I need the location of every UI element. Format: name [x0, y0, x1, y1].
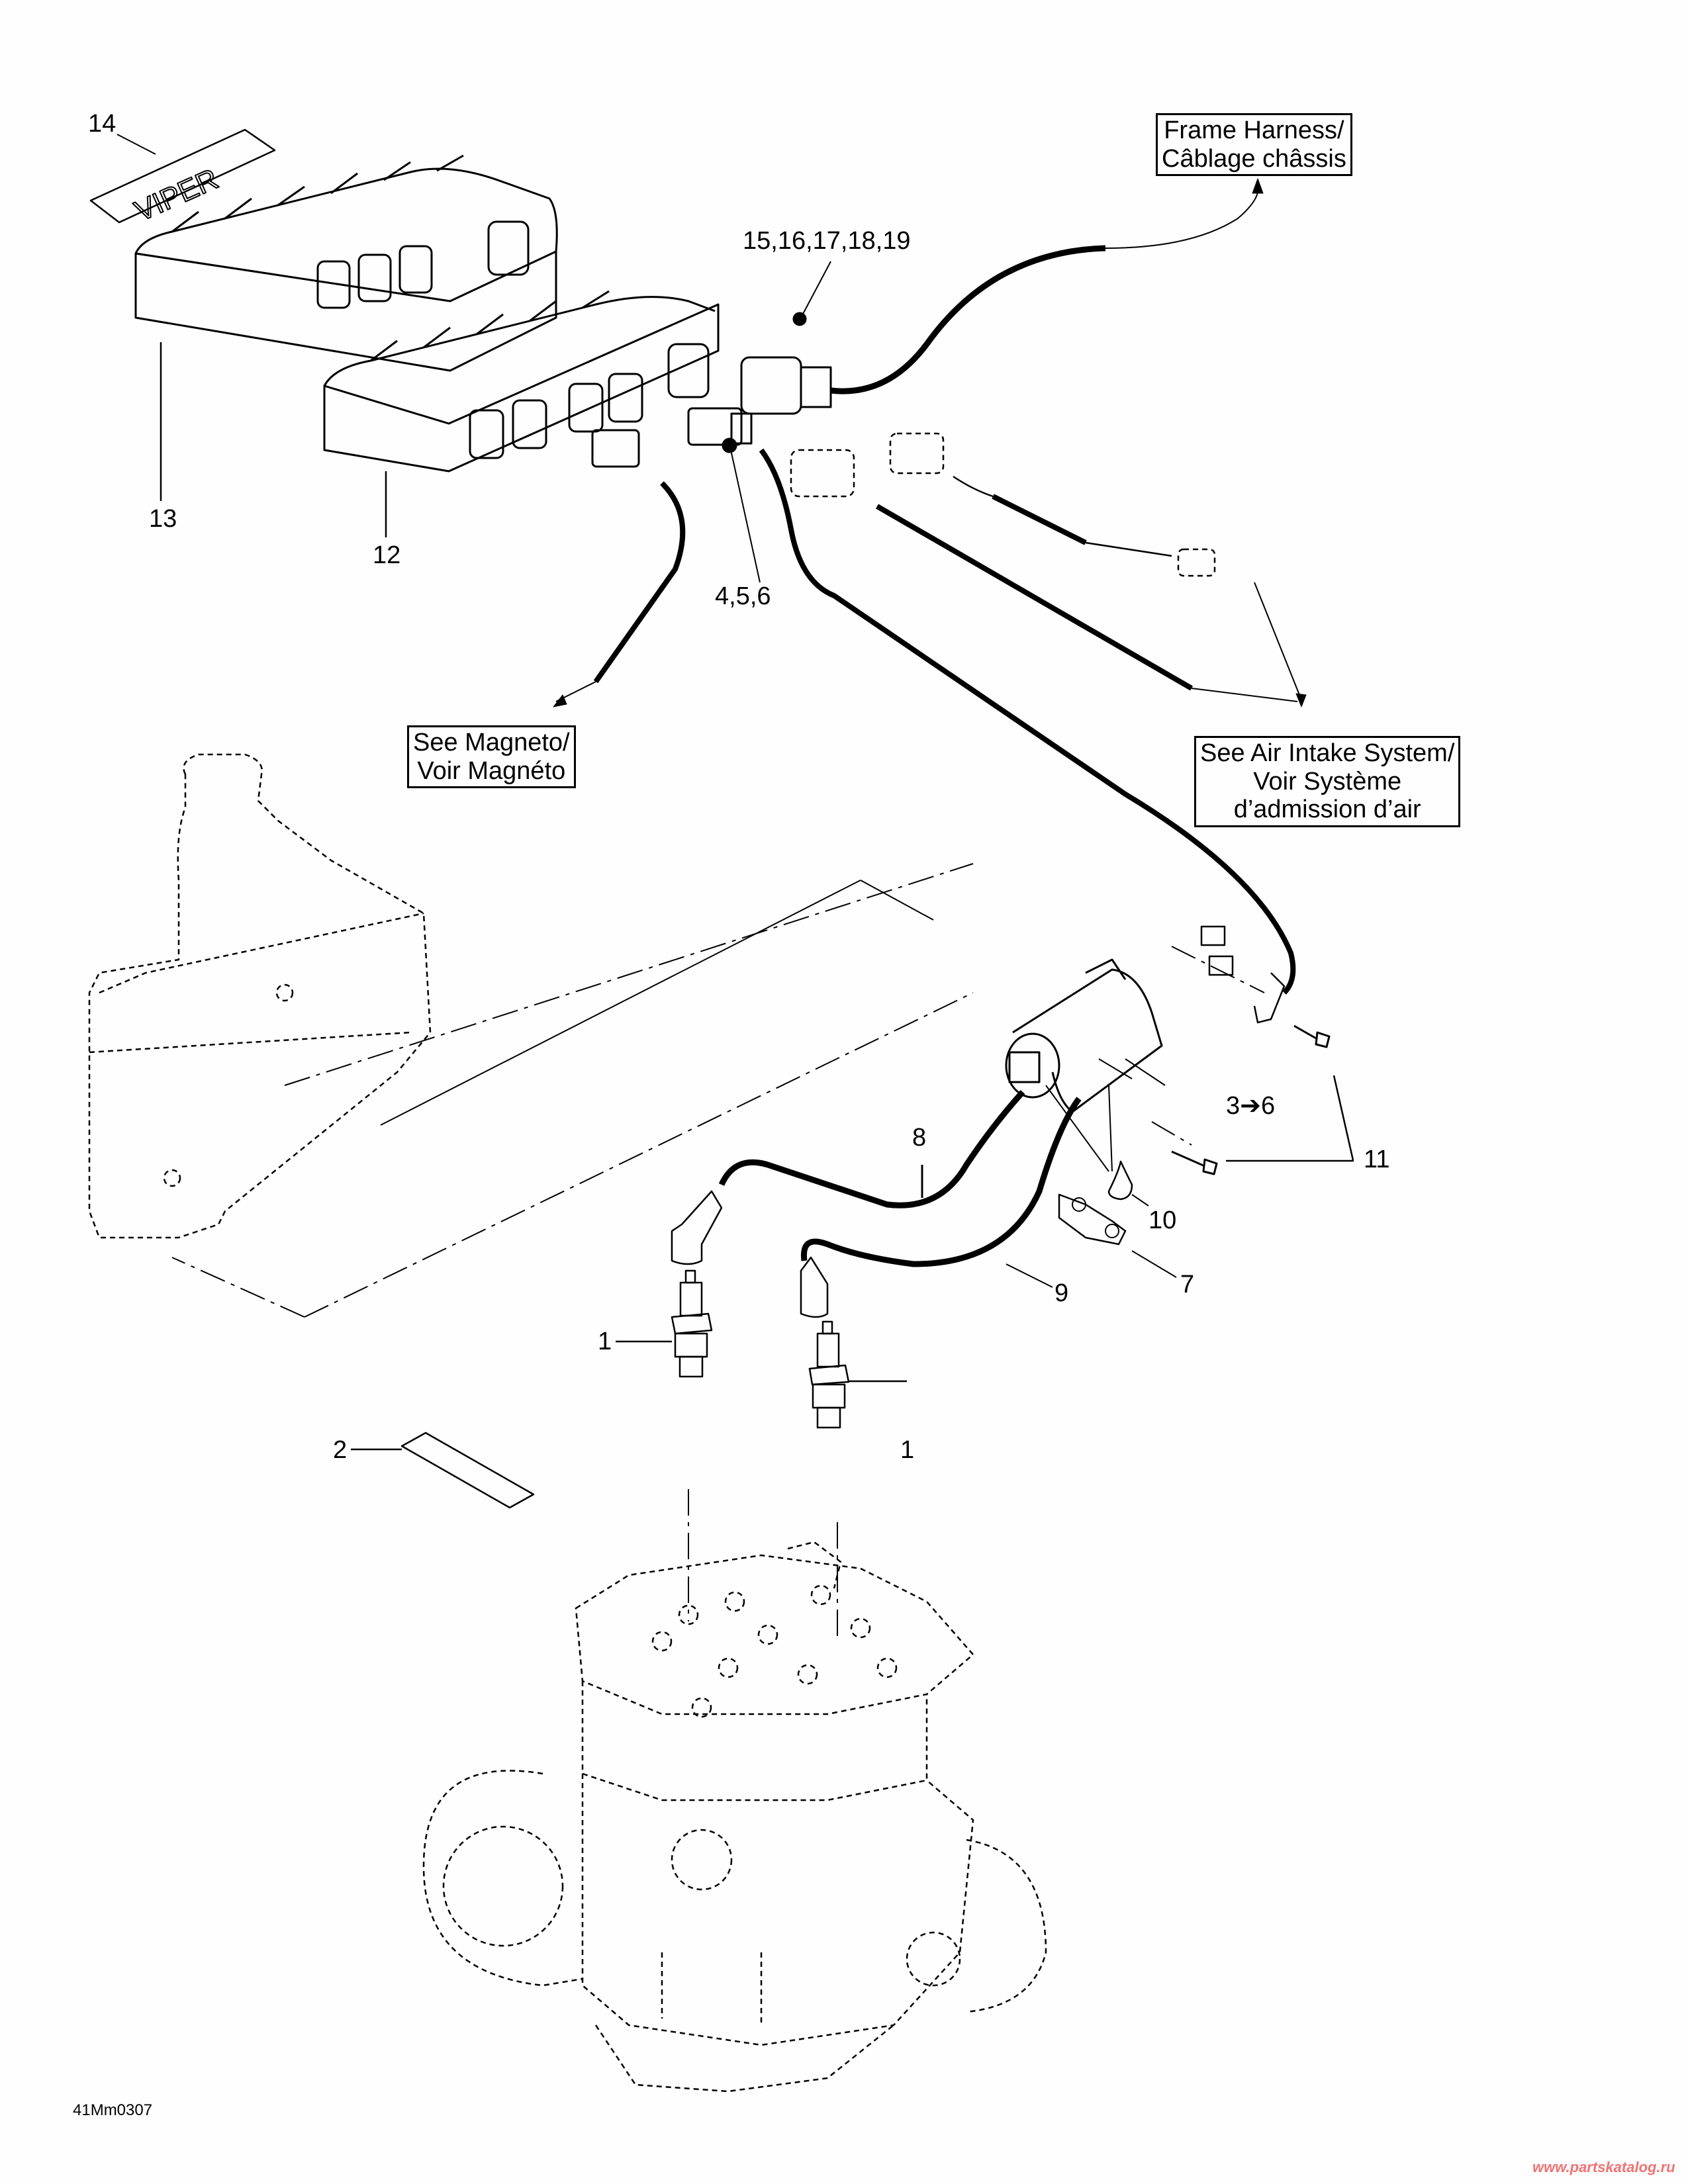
frame-harness-reference: Frame Harness/ Câblage châssis: [1156, 113, 1352, 177]
spark-plug-left: [671, 1269, 713, 1378]
air-intake-line-3: d’admission d’air: [1233, 796, 1421, 824]
svg-text:VIPER: VIPER: [130, 163, 223, 228]
callout-7: 7: [1180, 1271, 1195, 1298]
ht-wire-9: [800, 1097, 1082, 1267]
callout-15-19: 15,16,17,18,19: [743, 227, 911, 255]
callout-12: 12: [373, 541, 401, 569]
screw-upper: [1293, 1024, 1331, 1048]
magneto-connector: [591, 429, 640, 468]
callout-1-right: 1: [900, 1436, 915, 1464]
air-intake-connector: [790, 432, 1216, 577]
wire-clip: [1058, 1193, 1127, 1246]
screw-lower: [1171, 1150, 1218, 1175]
callout-13: 13: [149, 505, 177, 533]
frame-harness-line-2: Câblage châssis: [1162, 144, 1346, 173]
watermark: www.partskatalog.ru: [1532, 2159, 1675, 2175]
magneto-line-2: Voir Magnéto: [417, 756, 566, 785]
callout-1-left: 1: [598, 1328, 612, 1355]
frame-harness-line-1: Frame Harness/: [1164, 116, 1344, 144]
ecm-module-upper: [134, 154, 558, 372]
air-intake-line-1: See Air Intake System/: [1200, 739, 1455, 767]
air-intake-reference: See Air Intake System/ Voir Système d’ad…: [1194, 736, 1461, 827]
magneto-reference: See Magneto/ Voir Magnéto: [407, 725, 576, 789]
engine: [422, 1541, 1047, 2093]
figure-code: 41Mm0307: [73, 2101, 153, 2119]
callout-3-to-6: 3➔6: [1226, 1092, 1276, 1120]
label-part: [400, 1432, 535, 1509]
callout-8: 8: [912, 1124, 927, 1152]
air-intake-line-2: Voir Système: [1253, 767, 1402, 796]
harness-connector: [740, 312, 832, 415]
callout-14: 14: [88, 110, 117, 138]
callout-2: 2: [333, 1436, 348, 1464]
ht-wire-8: [718, 1089, 1025, 1208]
oil-tank: [88, 753, 432, 1239]
coil-connector: [687, 407, 753, 453]
callout-11: 11: [1364, 1146, 1390, 1173]
callout-10: 10: [1149, 1206, 1177, 1234]
spark-plug-right: [808, 1320, 850, 1429]
callout-4-5-6: 4,5,6: [715, 582, 771, 610]
ecm-module-lower: [323, 290, 720, 473]
ignition-coil: [1005, 958, 1163, 1113]
callout-9: 9: [1055, 1279, 1069, 1307]
magneto-line-1: See Magneto/: [413, 729, 570, 756]
